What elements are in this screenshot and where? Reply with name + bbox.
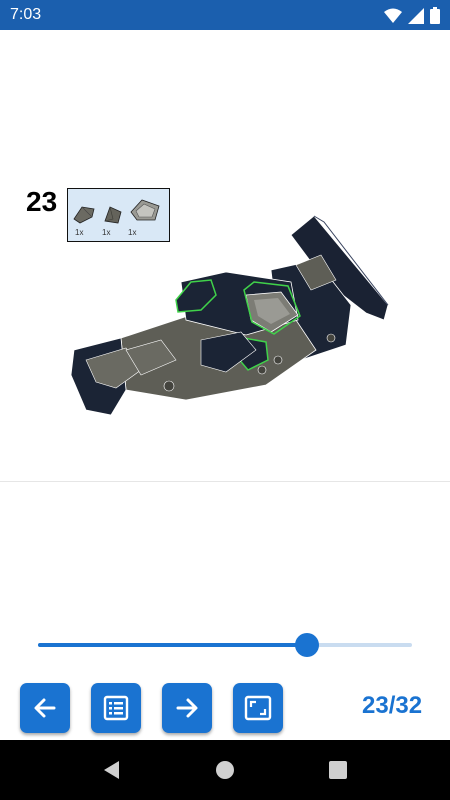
back-triangle-icon[interactable] bbox=[102, 760, 122, 780]
part-quantity: 1x bbox=[75, 228, 84, 237]
wedge-plate-part-icon bbox=[73, 206, 95, 224]
content-divider bbox=[0, 481, 450, 482]
next-step-button[interactable] bbox=[162, 683, 212, 733]
status-icons bbox=[384, 7, 440, 24]
step-number: 23 bbox=[26, 186, 58, 217]
fullscreen-button[interactable] bbox=[233, 683, 283, 733]
arrow-right-icon bbox=[176, 698, 198, 718]
parts-list-button[interactable] bbox=[91, 683, 141, 733]
part-quantity: 1x bbox=[102, 228, 111, 237]
fullscreen-icon bbox=[244, 695, 272, 721]
part-quantity: 1x bbox=[128, 228, 137, 237]
navigation-bar bbox=[0, 740, 450, 800]
page-counter: 23/32 bbox=[362, 692, 423, 719]
slope-brick-part-icon bbox=[104, 206, 122, 224]
home-circle-icon[interactable] bbox=[215, 760, 235, 780]
transparent-slope-part-icon bbox=[130, 199, 160, 221]
race-car-model-illustration bbox=[70, 215, 389, 416]
previous-step-button[interactable] bbox=[20, 683, 70, 733]
slider-fill bbox=[38, 643, 307, 647]
slider-thumb[interactable] bbox=[295, 633, 319, 657]
status-time: 7:03 bbox=[10, 6, 42, 23]
parts-callout: 1x 1x 1x bbox=[67, 188, 170, 242]
cellular-signal-icon bbox=[408, 7, 424, 24]
status-bar: 7:03 bbox=[0, 0, 450, 30]
wifi-icon bbox=[384, 8, 402, 23]
arrow-left-icon bbox=[34, 698, 56, 718]
step-slider[interactable] bbox=[38, 632, 412, 658]
recents-square-icon[interactable] bbox=[328, 760, 348, 780]
list-icon bbox=[103, 695, 129, 721]
battery-icon bbox=[430, 7, 440, 24]
